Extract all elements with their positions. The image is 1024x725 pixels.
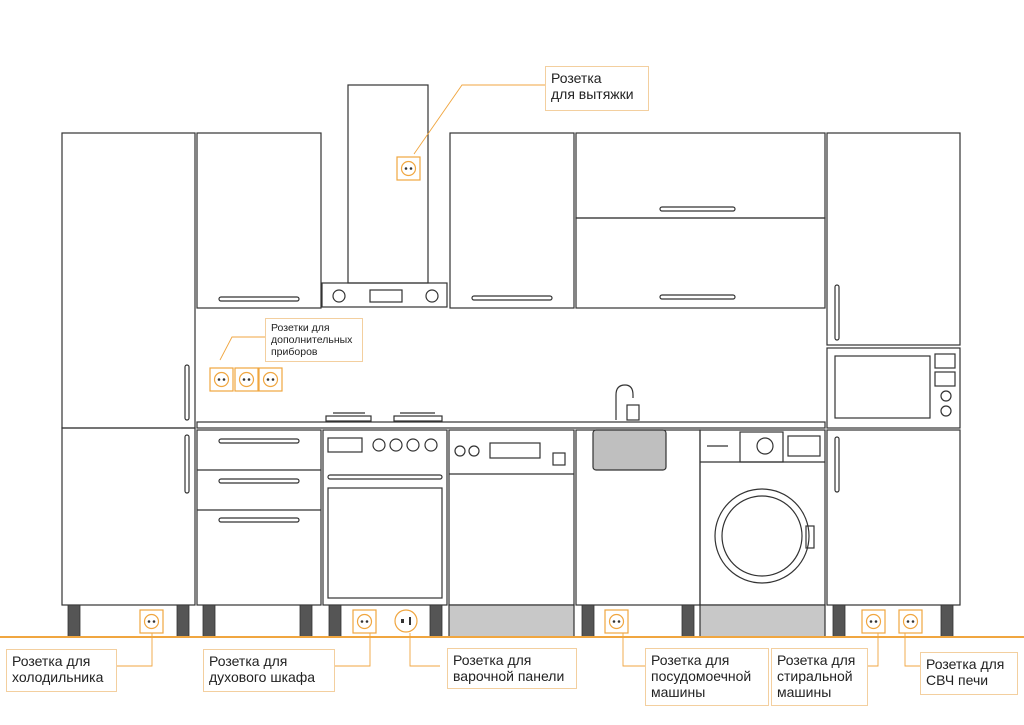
right-column-top bbox=[826, 132, 961, 346]
hood-chimney bbox=[347, 84, 429, 284]
upper-cabinet-3b bbox=[575, 217, 826, 309]
socket-icon bbox=[234, 367, 259, 392]
label-microwave-socket: Розетка для СВЧ печи bbox=[920, 652, 1018, 695]
label-hob-socket: Розетка для варочной панели bbox=[447, 648, 577, 689]
drawers-cabinet bbox=[196, 429, 322, 606]
upper-cabinet-2 bbox=[449, 132, 575, 309]
socket-icon bbox=[898, 609, 923, 634]
socket-icon bbox=[604, 609, 629, 634]
microwave-body bbox=[826, 347, 961, 429]
hob-socket-icon bbox=[394, 609, 418, 633]
socket-icon bbox=[352, 609, 377, 634]
socket-icon bbox=[861, 609, 886, 634]
upper-cabinet-1 bbox=[196, 132, 322, 309]
label-extra-sockets: Розетки для дополнительных приборов bbox=[265, 318, 363, 362]
label-washer-socket: Розетка для стиральной машины bbox=[771, 648, 868, 706]
oven bbox=[322, 429, 448, 606]
label-hood-socket: Розетка для вытяжки bbox=[545, 66, 649, 111]
label-dishwasher-socket: Розетка для посудомоечной машины bbox=[645, 648, 769, 706]
socket-icon bbox=[396, 156, 421, 181]
hood-body bbox=[321, 282, 448, 308]
upper-cabinet-3a bbox=[575, 132, 826, 219]
right-column-bottom bbox=[826, 429, 961, 606]
socket-icon bbox=[258, 367, 283, 392]
sink-bowl bbox=[592, 429, 667, 471]
label-fridge-socket: Розетка для холодильника bbox=[6, 649, 117, 692]
fridge-lower bbox=[61, 427, 196, 606]
socket-icon bbox=[139, 609, 164, 634]
socket-icon bbox=[209, 367, 234, 392]
dishwasher bbox=[448, 429, 575, 606]
label-oven-socket: Розетка для духового шкафа bbox=[203, 649, 335, 692]
fridge-upper bbox=[61, 132, 196, 429]
